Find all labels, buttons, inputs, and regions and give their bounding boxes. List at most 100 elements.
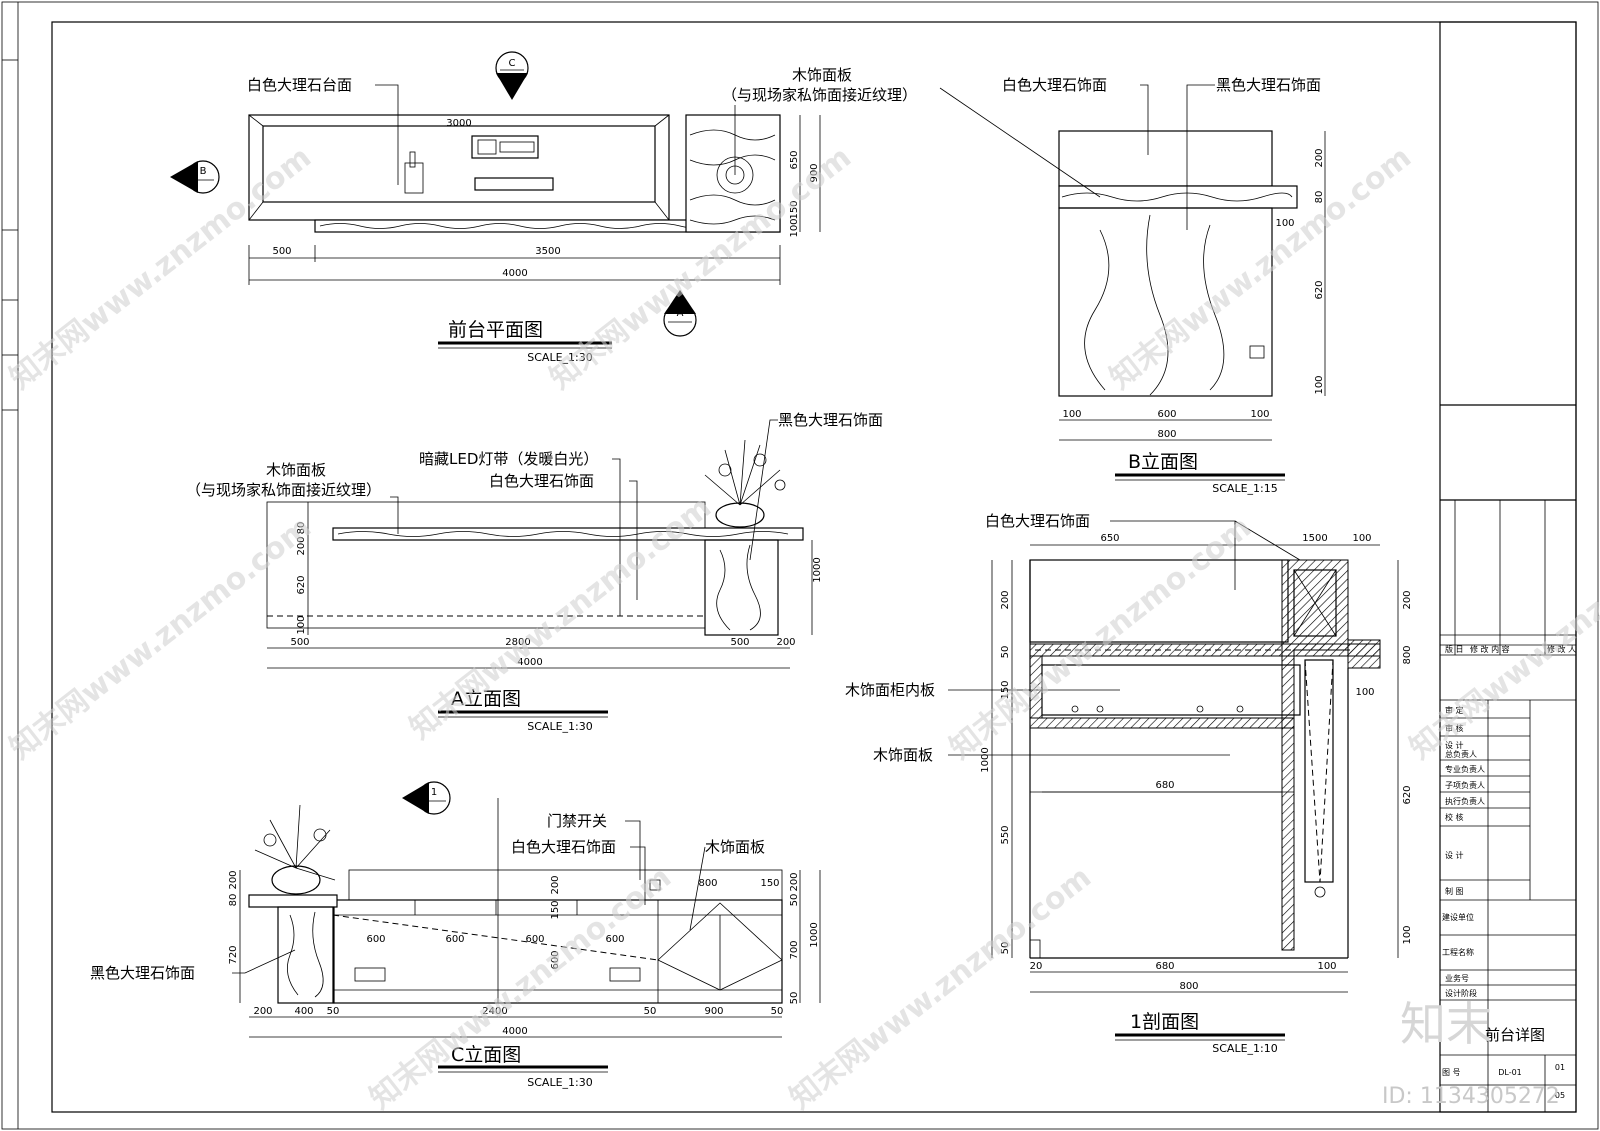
section-dim-800b: 800 — [1179, 981, 1198, 992]
section-title: 1剖面图 — [1130, 1011, 1199, 1033]
watermark-8: 知末网www.znzmo.com — [363, 860, 678, 1117]
tb-row-4: 专业负责人 — [1445, 764, 1485, 774]
section-dim-1000l: 1000 — [980, 747, 991, 772]
watermark-4: 知末网www.znzmo.com — [3, 510, 318, 767]
section-marker-c: C — [495, 51, 529, 100]
section-dim-100r: 100 — [1355, 687, 1374, 698]
title-block: 版 日 修 改 内 容 修 改 人 审 定 审 核 设 计 总负责人 专业负责人… — [1440, 500, 1576, 1112]
elev-a-dim-620: 620 — [296, 575, 307, 594]
tb-row-12: 业务号 — [1445, 973, 1469, 983]
elev-c-dim-150: 150 — [760, 878, 779, 889]
elev-b-dim-800: 800 — [1157, 429, 1176, 440]
section-scale: SCALE_1:10 — [1212, 1042, 1277, 1055]
elev-a-dim-500: 500 — [290, 637, 309, 648]
plan-title: 前台平面图 — [448, 319, 543, 341]
section-label-wood-panel: 木饰面板 — [873, 746, 933, 764]
elev-b-dim-600: 600 — [1157, 409, 1176, 420]
elev-a-dim-200: 200 — [296, 536, 307, 555]
section-dim-1500: 1500 — [1302, 533, 1327, 544]
elev-a-label-black-marble: 黑色大理石饰面 — [778, 411, 883, 429]
elev-b-dim-200: 200 — [1314, 148, 1325, 167]
elev-c-dim-50b: 50 — [644, 1006, 657, 1017]
elev-c-dim-600b: 600 — [445, 934, 464, 945]
tb-rev-col-1: 版 日 — [1445, 644, 1464, 654]
elev-b-dim-80: 80 — [1314, 191, 1325, 204]
elev-b-scale: SCALE_1:15 — [1212, 482, 1277, 495]
section-1-view: 650 1500 100 200 50 150 1000 550 50 680 … — [845, 512, 1413, 1055]
section-marker-1: 1 — [402, 781, 451, 815]
section-dim-550l: 550 — [1000, 825, 1011, 844]
tb-row-9: 制 图 — [1445, 886, 1464, 896]
elev-a-title: A立面图 — [451, 688, 521, 710]
section-dim-50lb: 50 — [1000, 942, 1011, 955]
elev-c-label-door-switch: 门禁开关 — [547, 812, 607, 830]
section-dim-100b: 100 — [1317, 961, 1336, 972]
elev-b-dim-100r: 100 — [1275, 218, 1294, 229]
elev-b-dim-620: 620 — [1314, 280, 1325, 299]
tb-total: 05 — [1555, 1091, 1565, 1100]
watermark-9: 知末网www.znzmo.com — [783, 860, 1098, 1117]
tb-row-3: 总负责人 — [1445, 749, 1477, 759]
elev-c-dim-200r: 200 — [789, 872, 800, 891]
elev-c-title: C立面图 — [451, 1044, 521, 1066]
tb-row-5: 子项负责人 — [1445, 780, 1485, 790]
elev-a-dim-4000: 4000 — [517, 657, 542, 668]
section-marker-b: B — [170, 160, 220, 194]
tb-row-8: 设 计 — [1445, 850, 1464, 860]
watermark-7: 知末网www.znzmo.com — [1403, 510, 1600, 767]
tb-rev-col-3: 修 改 人 — [1547, 644, 1576, 654]
tb-rev-col-2: 修 改 内 容 — [1470, 644, 1510, 654]
elev-c-label-wood-panel: 木饰面板 — [705, 838, 765, 856]
svg-text:C: C — [509, 58, 516, 69]
plan-dim-3500: 3500 — [535, 246, 560, 257]
elev-c-dim-200l: 200 — [228, 870, 239, 889]
plan-label-wood-panel: 木饰面板 — [792, 66, 852, 84]
elev-c-dim-600c: 600 — [525, 934, 544, 945]
section-dim-50la: 50 — [1000, 646, 1011, 659]
plan-dim-4000: 4000 — [502, 268, 527, 279]
section-dim-200l: 200 — [1000, 590, 1011, 609]
section-dim-680m: 680 — [1155, 780, 1174, 791]
elev-b-label-white-marble: 白色大理石饰面 — [1002, 76, 1107, 94]
section-label-white-marble: 白色大理石饰面 — [985, 512, 1090, 530]
elev-a-dim-1000: 1000 — [812, 557, 823, 582]
elev-c-label-black-marble: 黑色大理石饰面 — [90, 964, 195, 982]
section-dim-100rb: 100 — [1402, 925, 1413, 944]
watermark-logo: 知末 — [1400, 997, 1492, 1051]
plan-dim-100: 100 — [789, 218, 800, 237]
elev-c-dim-4000: 4000 — [502, 1026, 527, 1037]
elev-c-dim-80l: 80 — [228, 894, 239, 907]
elev-c-dim-50rb: 50 — [789, 992, 800, 1005]
plan-dim-900: 900 — [809, 163, 820, 182]
plan-view: 3000 500 3500 4000 650 900 150 100 白色大理石… — [170, 51, 917, 364]
elev-c-dim-200: 200 — [253, 1006, 272, 1017]
elevation-a-view: 500 2800 500 200 4000 1000 80 200 620 10… — [186, 411, 883, 733]
watermark-id: ID: 1134305272 — [1382, 1084, 1560, 1109]
tb-row-10: 建设单位 — [1442, 912, 1474, 922]
section-dim-100t: 100 — [1352, 533, 1371, 544]
tb-row-0: 审 定 — [1445, 705, 1464, 715]
elev-c-dim-600a: 600 — [366, 934, 385, 945]
svg-text:B: B — [200, 166, 207, 177]
elevation-c-view: 200 400 50 2400 50 900 50 4000 600 600 6… — [90, 781, 821, 1089]
plan-dim-3000: 3000 — [446, 118, 471, 129]
watermark-layer: 知末网www.znzmo.com 知末网www.znzmo.com 知末网www… — [3, 140, 1600, 1117]
elev-c-dim-400: 400 — [294, 1006, 313, 1017]
elev-c-dim-2400: 2400 — [482, 1006, 507, 1017]
elev-b-label-black-marble: 黑色大理石饰面 — [1216, 76, 1321, 94]
tb-row-1: 审 核 — [1445, 723, 1464, 733]
elev-a-label-white-marble: 白色大理石饰面 — [489, 472, 594, 490]
elev-a-scale: SCALE_1:30 — [527, 720, 592, 733]
plan-dim-150: 150 — [789, 200, 800, 219]
elev-b-dim-100rb: 100 — [1314, 375, 1325, 394]
elev-c-dim-50ra: 50 — [789, 894, 800, 907]
elev-c-dim-1000: 1000 — [809, 922, 820, 947]
elev-c-dim-150b: 150 — [550, 900, 561, 919]
section-dim-800r: 800 — [1402, 645, 1413, 664]
elev-c-dim-200t: 200 — [550, 875, 561, 894]
elevation-b-view: 100 600 100 800 200 80 100 620 100 白色大理石… — [939, 76, 1326, 495]
section-dim-620r: 620 — [1402, 785, 1413, 804]
elev-a-dim-500b: 500 — [730, 637, 749, 648]
elev-a-label-wood-panel-note: （与现场家私饰面接近纹理） — [186, 481, 381, 499]
